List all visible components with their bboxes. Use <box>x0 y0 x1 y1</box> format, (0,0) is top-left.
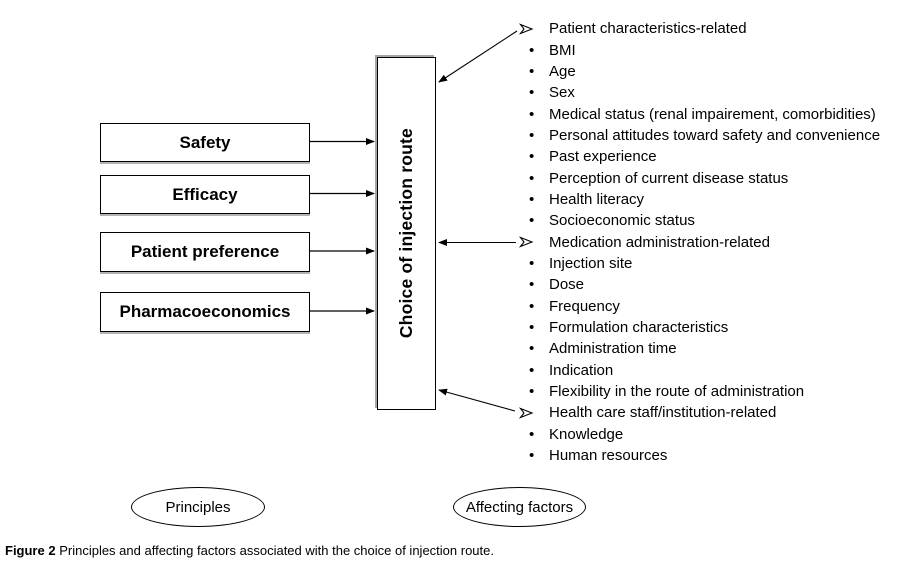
factor-group-header: Patient characteristics-related <box>516 18 880 39</box>
factor-text: Administration time <box>549 340 677 358</box>
factor-text: Past experience <box>549 148 657 166</box>
factor-item: • Age <box>516 61 880 82</box>
factor-text: Human resources <box>549 447 668 465</box>
factor-text: Patient characteristics-related <box>549 20 747 38</box>
principle-box-safety: Safety <box>100 123 310 162</box>
factor-text: Age <box>549 62 576 80</box>
factor-text: Personal attitudes toward safety and con… <box>549 126 881 144</box>
factor-text: Formulation characteristics <box>549 318 729 336</box>
factor-item: • Perception of current disease status <box>516 167 880 188</box>
bullet-icon: • <box>529 254 535 272</box>
factor-text: Health literacy <box>549 190 645 208</box>
center-box-label: Choice of injection route <box>396 128 416 339</box>
bullet-icon: • <box>529 169 535 187</box>
bullet-icon: • <box>529 425 535 443</box>
factor-text: Sex <box>549 84 575 102</box>
bullet-icon: • <box>529 447 535 465</box>
factor-text: Injection site <box>549 254 633 272</box>
factor-item: • Human resources <box>516 445 880 466</box>
figure-caption-text: Principles and affecting factors associa… <box>59 543 494 558</box>
factor-item: • Frequency <box>516 295 880 316</box>
factor-text: Perception of current disease status <box>549 169 789 187</box>
factor-text: Socioeconomic status <box>549 212 695 230</box>
factor-item: • Knowledge <box>516 424 880 445</box>
oval-label: Affecting factors <box>465 498 574 516</box>
factor-group-header: Medication administration-related <box>516 231 880 252</box>
arrowhead-icon <box>516 236 549 248</box>
oval-principles: Principles <box>131 487 265 527</box>
factor-item: • Past experience <box>516 146 880 167</box>
factor-text: Flexibility in the route of administrati… <box>549 383 805 401</box>
figure-caption: Figure 2 Principles and affecting factor… <box>5 543 494 558</box>
principle-box-label: Safety <box>179 132 231 152</box>
oval-affecting-factors: Affecting factors <box>453 487 586 527</box>
choice-of-injection-route-box: Choice of injection route <box>377 57 436 410</box>
arrow-patient-characteristics-to-center <box>438 30 518 83</box>
factor-item: • Injection site <box>516 253 880 274</box>
principle-box-efficacy: Efficacy <box>100 175 310 214</box>
bullet-icon: • <box>529 340 535 358</box>
factor-item: • Sex <box>516 82 880 103</box>
factor-text: Knowledge <box>549 425 624 443</box>
factor-item: • Health literacy <box>516 189 880 210</box>
factor-text: Health care staff/institution-related <box>549 404 777 422</box>
arrow-healthcare-staff-to-center <box>438 388 516 412</box>
bullet-icon: • <box>529 84 535 102</box>
bullet-icon: • <box>529 105 535 123</box>
factor-item: • BMI <box>516 39 880 60</box>
bullet-icon: • <box>529 190 535 208</box>
principle-box-label: Pharmacoeconomics <box>119 302 291 321</box>
bullet-icon: • <box>529 297 535 315</box>
bullet-icon: • <box>529 41 535 59</box>
factor-text: Dose <box>549 276 585 294</box>
factor-text: Medical status (renal impairement, comor… <box>549 105 876 123</box>
factor-text: BMI <box>549 41 576 59</box>
factor-group-header: Health care staff/institution-related <box>516 402 880 423</box>
factor-item: • Personal attitudes toward safety and c… <box>516 125 880 146</box>
factor-item: • Socioeconomic status <box>516 210 880 231</box>
arrowhead-icon <box>516 407 549 419</box>
affecting-factors-list: Patient characteristics-related • BMI • … <box>516 18 880 466</box>
factor-item: • Administration time <box>516 338 880 359</box>
figure-caption-label: Figure 2 <box>5 543 56 558</box>
bullet-icon: • <box>529 361 535 379</box>
factor-text: Indication <box>549 361 614 379</box>
bullet-icon: • <box>529 126 535 144</box>
bullet-icon: • <box>529 148 535 166</box>
factor-text: Frequency <box>549 297 620 315</box>
bullet-icon: • <box>529 318 535 336</box>
oval-label: Principles <box>165 498 231 516</box>
bullet-icon: • <box>529 276 535 294</box>
factor-item: • Medical status (renal impairement, com… <box>516 103 880 124</box>
factor-item: • Formulation characteristics <box>516 317 880 338</box>
principle-box-pharmacoeconomics: Pharmacoeconomics <box>100 292 310 332</box>
principle-box-label: Efficacy <box>172 184 238 204</box>
factor-item: • Indication <box>516 360 880 381</box>
principle-box-patient-preference: Patient preference <box>100 232 310 272</box>
arrowhead-icon <box>516 22 549 35</box>
factor-text: Medication administration-related <box>549 233 770 251</box>
bullet-icon: • <box>529 383 535 401</box>
factor-item: • Dose <box>516 274 880 295</box>
bullet-icon: • <box>529 212 535 230</box>
factor-item: • Flexibility in the route of administra… <box>516 381 880 402</box>
principle-box-label: Patient preference <box>130 242 280 261</box>
bullet-icon: • <box>529 62 535 80</box>
